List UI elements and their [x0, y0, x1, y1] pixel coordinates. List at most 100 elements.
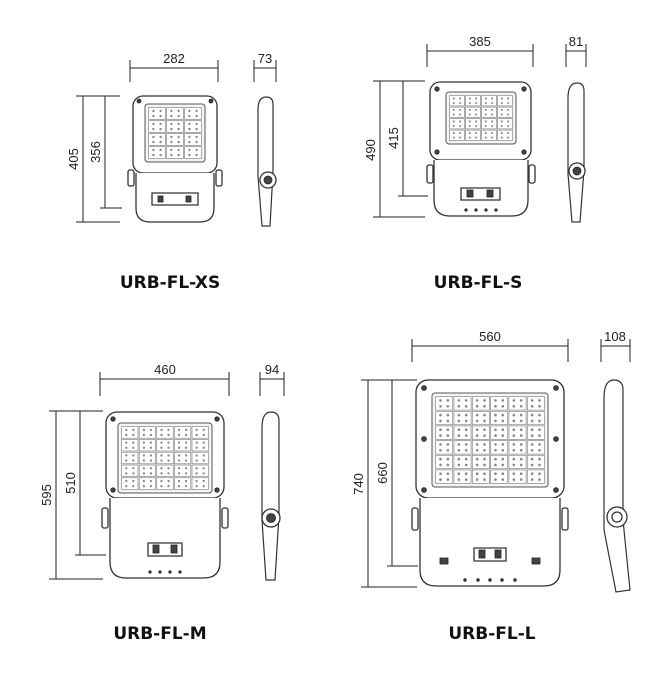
- led-module: [138, 464, 156, 477]
- led-dot: [167, 441, 170, 444]
- led-module: [148, 107, 166, 120]
- led-dot: [519, 399, 523, 402]
- led-dot: [519, 404, 523, 408]
- led-dot: [501, 404, 505, 408]
- led-dot: [184, 459, 188, 462]
- height-total-label-s: 490: [363, 139, 378, 161]
- led-dot: [177, 479, 181, 483]
- led-dot: [507, 125, 510, 128]
- height-total-label-xs: 405: [66, 148, 81, 170]
- led-dot: [195, 109, 198, 113]
- led-dot: [132, 433, 135, 437]
- led-module: [508, 469, 527, 484]
- led-module: [465, 106, 481, 118]
- led-dot: [184, 479, 188, 483]
- led-dot: [457, 413, 461, 417]
- led-dot: [530, 428, 534, 432]
- led-dot: [167, 428, 170, 431]
- led-dot: [530, 443, 534, 446]
- led-dot: [475, 413, 479, 417]
- height-total-dimension-s: 490: [363, 80, 425, 218]
- led-dot: [177, 467, 181, 470]
- led-module: [191, 464, 209, 477]
- led-module: [453, 454, 472, 470]
- led-dot: [132, 479, 135, 483]
- led-dot: [149, 446, 153, 449]
- led-dot: [149, 428, 153, 431]
- led-dot: [160, 485, 163, 488]
- led-dot: [446, 428, 450, 432]
- led-dot: [125, 446, 128, 449]
- led-dot: [512, 399, 516, 402]
- led-module: [435, 454, 454, 470]
- led-dot: [538, 428, 541, 432]
- led-dot: [484, 102, 487, 105]
- led-module: [526, 410, 545, 426]
- depth-dimension-xs: 73: [253, 51, 277, 82]
- led-dot: [167, 459, 170, 462]
- led-dot: [195, 485, 198, 488]
- led-module: [471, 469, 490, 484]
- led-dot: [149, 433, 153, 437]
- led-dot: [494, 404, 497, 408]
- led-dot: [501, 419, 505, 423]
- width-label-m: 460: [154, 362, 176, 377]
- led-module: [453, 396, 472, 411]
- led-dot: [439, 434, 442, 437]
- led-dot: [188, 153, 191, 157]
- led-dot: [159, 127, 162, 131]
- led-dot: [494, 434, 497, 437]
- led-dot: [475, 131, 478, 134]
- led-dot: [149, 441, 153, 444]
- led-dot: [491, 120, 494, 123]
- led-dot: [500, 102, 503, 105]
- led-dot: [494, 428, 497, 432]
- led-module: [471, 454, 490, 470]
- led-grid-s: [449, 95, 513, 141]
- led-module: [526, 440, 545, 455]
- height-body-dimension-s: 415: [386, 81, 428, 197]
- led-dot: [484, 113, 487, 116]
- led-module: [508, 425, 527, 440]
- led-dot: [457, 443, 461, 446]
- led-dot: [170, 140, 173, 144]
- led-module: [174, 451, 192, 465]
- led-dot: [177, 433, 181, 437]
- led-module: [497, 118, 513, 130]
- led-module: [471, 425, 490, 440]
- led-module: [471, 410, 490, 426]
- led-module: [526, 396, 545, 411]
- led-dot: [446, 472, 450, 476]
- led-dot: [491, 108, 494, 111]
- led-dot: [152, 153, 155, 157]
- led-dot: [464, 448, 468, 452]
- led-dot: [530, 448, 534, 452]
- led-dot: [142, 446, 146, 449]
- led-dot: [507, 136, 510, 139]
- led-dot: [132, 472, 135, 475]
- led-module: [121, 477, 139, 490]
- width-label-xs: 282: [163, 51, 185, 66]
- height-body-dimension-xs: 356: [88, 96, 122, 209]
- led-module: [138, 477, 156, 490]
- led-dot: [439, 413, 442, 417]
- led-dot: [512, 404, 516, 408]
- led-dot: [446, 419, 450, 423]
- led-dot: [512, 457, 516, 461]
- led-dot: [195, 148, 198, 152]
- led-dot: [446, 478, 450, 481]
- led-dot: [468, 97, 471, 100]
- led-dot: [149, 485, 153, 488]
- led-module: [481, 129, 497, 141]
- led-dot: [501, 457, 505, 461]
- led-dot: [159, 140, 162, 144]
- led-dot: [177, 454, 181, 457]
- led-dot: [170, 153, 173, 157]
- depth-label-m: 94: [265, 362, 279, 377]
- front-view-l: [411, 379, 569, 587]
- led-dot: [195, 472, 198, 475]
- led-dot: [184, 446, 188, 449]
- led-dot: [195, 459, 198, 462]
- led-dot: [184, 467, 188, 470]
- led-module: [465, 95, 481, 107]
